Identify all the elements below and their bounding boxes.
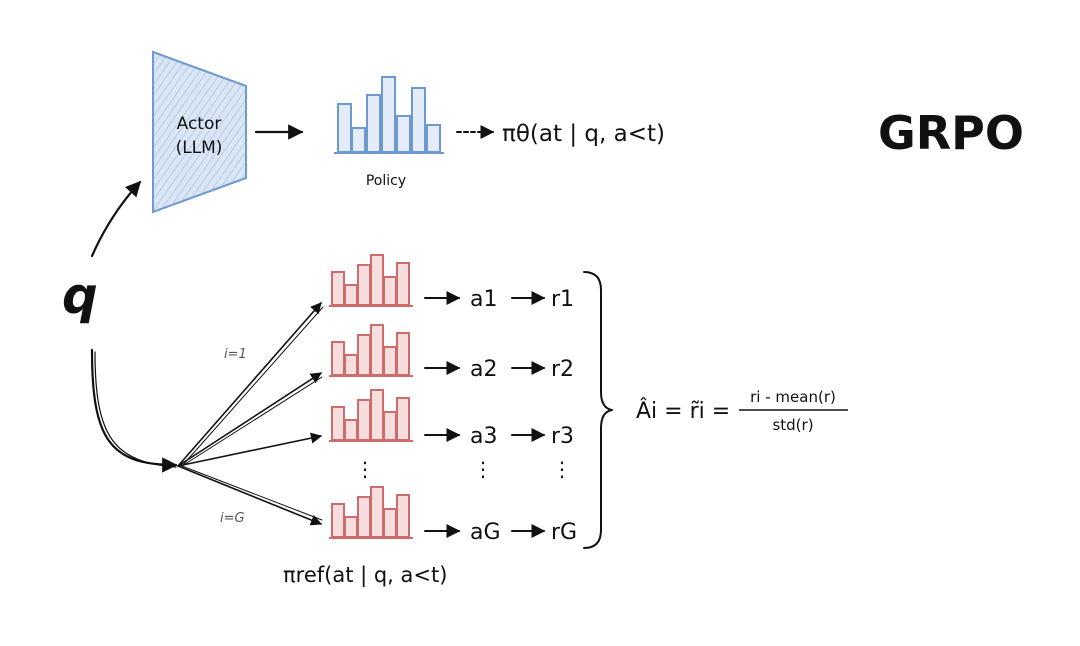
policy-histogram	[334, 76, 444, 154]
fan-arrow-1	[177, 302, 322, 467]
fan-arrow-1-shadow	[181, 306, 324, 467]
action-3: a3	[470, 424, 497, 449]
reference-bar	[344, 284, 358, 306]
reward-1: r1	[551, 287, 574, 312]
advantage-numerator: ri - mean(r)	[750, 388, 836, 406]
advantage-lhs: Âi = r̃i =	[636, 398, 730, 424]
sample-label-last: i=G	[220, 511, 245, 526]
ellipsis-reward: ⋮	[552, 457, 572, 481]
reward-G: rG	[551, 520, 577, 545]
fan-arrow-2-shadow	[181, 376, 323, 467]
reference-bar	[344, 516, 358, 538]
reference-histogram-3	[329, 389, 413, 442]
reference-bar	[344, 419, 358, 441]
policy-bar	[381, 76, 396, 153]
actor-llm-block: Actor (LLM)	[152, 50, 247, 214]
reference-histogram-G	[329, 486, 413, 539]
group-brace	[583, 271, 613, 549]
reference-bar	[331, 503, 345, 538]
reference-formula: πref(at | q, a<t)	[283, 563, 447, 588]
actor-label-line2: (LLM)	[176, 138, 223, 158]
action-2: a2	[470, 357, 497, 382]
reference-histogram-2	[329, 324, 413, 377]
reference-bar	[344, 354, 358, 376]
reference-bar	[331, 341, 345, 376]
reference-bar	[370, 389, 384, 441]
reference-bar	[331, 406, 345, 441]
policy-bar	[396, 115, 411, 153]
reference-bar	[383, 508, 397, 538]
reward-2: r2	[551, 357, 574, 382]
fan-arrow-G-shadow	[181, 465, 323, 521]
advantage-formula: Âi = r̃i = ri - mean(r) std(r)	[636, 388, 848, 434]
reference-bar	[357, 334, 371, 376]
reward-3: r3	[551, 424, 574, 449]
fan-arrow-2	[177, 372, 322, 467]
reference-bar	[357, 399, 371, 441]
fan-arrow-G	[177, 465, 323, 526]
policy-caption: Policy	[366, 173, 406, 189]
reference-bar	[396, 397, 410, 441]
policy-bar	[411, 87, 426, 153]
action-1: a1	[470, 287, 497, 312]
policy-bar	[366, 94, 381, 153]
actor-trapezoid-hatch	[153, 52, 246, 212]
policy-formula: πθ(at | q, a<t)	[502, 121, 665, 147]
fan-arrow-3	[177, 432, 323, 467]
reference-bar	[383, 276, 397, 306]
ellipsis-action: ⋮	[473, 457, 493, 481]
reference-bar	[370, 486, 384, 538]
reference-bar	[357, 264, 371, 306]
reference-bar	[370, 254, 384, 306]
ellipsis-histogram: ⋮	[355, 457, 375, 481]
policy-bar	[351, 127, 366, 153]
reference-bar	[396, 494, 410, 538]
query-to-actor-arrow	[90, 180, 142, 258]
reference-bar	[370, 324, 384, 376]
actor-label-line1: Actor	[177, 114, 222, 134]
query-to-sampler-curve	[90, 348, 178, 473]
advantage-denominator: std(r)	[772, 416, 813, 434]
reference-bar	[396, 262, 410, 306]
policy-bar	[426, 124, 441, 153]
reference-bar	[357, 496, 371, 538]
reference-bar	[383, 411, 397, 441]
reference-bar	[331, 271, 345, 306]
sampling-fan	[177, 302, 324, 526]
reference-bar	[396, 332, 410, 376]
reference-bar	[383, 346, 397, 376]
policy-bar	[337, 103, 352, 153]
diagram-title: GRPO	[878, 106, 1024, 160]
query-to-sampler-curve-shadow	[94, 351, 177, 468]
reference-histogram-1	[329, 254, 413, 307]
sample-label-first: i=1	[224, 347, 247, 362]
action-G: aG	[470, 520, 501, 545]
query-symbol: q	[62, 267, 98, 325]
